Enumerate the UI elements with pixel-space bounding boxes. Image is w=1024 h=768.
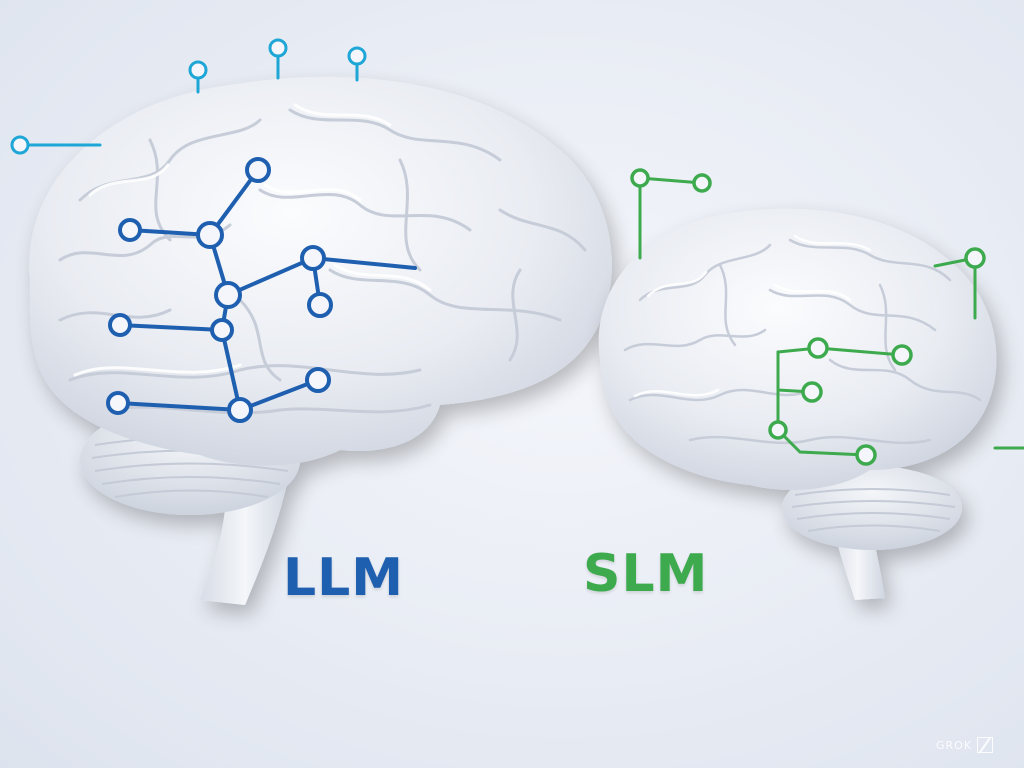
llm-cerebrum (29, 76, 612, 466)
circuit-node-icon (630, 168, 650, 188)
circuit-node-icon (307, 292, 333, 318)
circuit-node-icon (855, 444, 877, 466)
circuit-node-icon (692, 173, 712, 193)
circuit-node-icon (807, 337, 829, 359)
circuit-node-icon (118, 218, 142, 242)
circuit-node-icon (305, 367, 331, 393)
circuit-node-icon (801, 381, 823, 403)
circuit-node-icon (268, 38, 288, 58)
circuit-node-icon (964, 247, 986, 269)
circuit-node-icon (106, 391, 130, 415)
circuit-node-icon (891, 344, 913, 366)
slm-cerebellum-folds (791, 488, 956, 532)
slm-highlights (633, 234, 872, 398)
circuit-node-icon (210, 318, 234, 342)
llm-brain-stem (200, 470, 290, 605)
llm-label: LLM (283, 548, 405, 608)
grok-watermark: GROK (936, 737, 994, 753)
slm-brain (598, 208, 997, 600)
watermark-text: GROK (936, 738, 973, 752)
circuit-node-icon (188, 60, 208, 80)
circuit-node-icon (196, 221, 224, 249)
circuit-node-icon (108, 313, 132, 337)
llm-circuit-network (10, 38, 417, 423)
slm-label: SLM (583, 544, 709, 604)
circuit-node-icon (347, 46, 367, 66)
llm-gyri (58, 108, 587, 415)
circuit-node-icon (768, 420, 788, 440)
circuit-node-icon (300, 245, 326, 271)
circuit-node-icon (227, 397, 253, 423)
grok-logo-icon (977, 737, 994, 753)
llm-brain (29, 76, 612, 605)
circuit-node-icon (214, 281, 242, 309)
llm-highlights (73, 103, 432, 377)
circuit-node-icon (10, 135, 30, 155)
circuit-node-icon (245, 157, 271, 183)
slm-circuit-network (630, 168, 1024, 466)
